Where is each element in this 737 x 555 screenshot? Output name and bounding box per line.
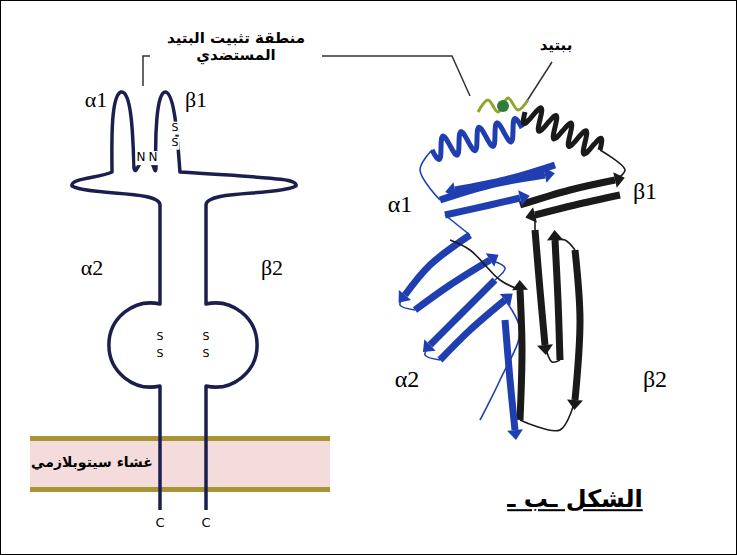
strand-head: [518, 190, 530, 206]
peptide: [497, 100, 509, 112]
domain-label: β2: [643, 366, 667, 394]
beta-strand: [505, 320, 515, 430]
beta-strand: [415, 260, 490, 310]
strand-head: [445, 182, 456, 198]
coil: [445, 215, 470, 235]
disulfide-label: S: [171, 137, 180, 150]
coil: [420, 150, 440, 200]
beta-strand: [555, 240, 560, 360]
strand-head: [512, 280, 528, 290]
leader-line: [525, 62, 552, 104]
terminus-label: N: [148, 151, 159, 165]
peptide-label: ببتيد: [540, 37, 573, 54]
coil: [600, 150, 625, 180]
domain-label: β1: [633, 178, 657, 206]
beta-strand: [455, 165, 555, 190]
membrane-label: غشاء سيتوبلازمي: [30, 454, 154, 470]
alpha-chain: [72, 92, 160, 510]
coil: [520, 400, 575, 431]
coil: [545, 345, 560, 362]
disulfide-label: S: [156, 348, 165, 361]
peptide: [478, 98, 528, 112]
strand-head: [500, 293, 513, 306]
disulfide-label: S: [156, 331, 165, 344]
helix: [432, 118, 522, 159]
leader-line: [322, 56, 470, 96]
beta-strand: [445, 198, 520, 215]
beta-strand: [535, 230, 545, 345]
domain-label: α1: [388, 191, 413, 219]
domain-label: α1: [85, 87, 108, 112]
beta-strand: [535, 195, 620, 215]
terminus-label: C: [201, 516, 210, 531]
figure-caption: الشكل ـب ـ: [507, 486, 643, 514]
terminus-label: C: [155, 516, 164, 531]
coil: [450, 240, 520, 290]
coil: [400, 295, 415, 310]
region-label: منطقة تثبيت البتيد المستضدي: [151, 30, 321, 65]
terminus-label: N: [136, 151, 147, 165]
helix: [523, 108, 602, 154]
disulfide-label: S: [202, 331, 211, 344]
disulfide-label: S: [202, 348, 211, 361]
ribbon-structure: [399, 98, 625, 440]
beta-strand: [575, 250, 580, 400]
membrane-band: [30, 436, 330, 492]
coil: [555, 239, 575, 250]
beta-strand: [440, 300, 505, 360]
coil: [534, 215, 536, 230]
coil: [425, 345, 440, 360]
beta-chain: [150, 92, 296, 510]
strand-head: [507, 429, 523, 440]
domain-label: α2: [81, 255, 104, 280]
disulfide-label: S: [171, 122, 180, 135]
domain-label: β1: [185, 87, 207, 112]
leader-line: [143, 56, 150, 86]
beta-strand: [520, 290, 522, 420]
domain-label: β2: [261, 255, 283, 280]
domain-label: α2: [395, 366, 420, 394]
